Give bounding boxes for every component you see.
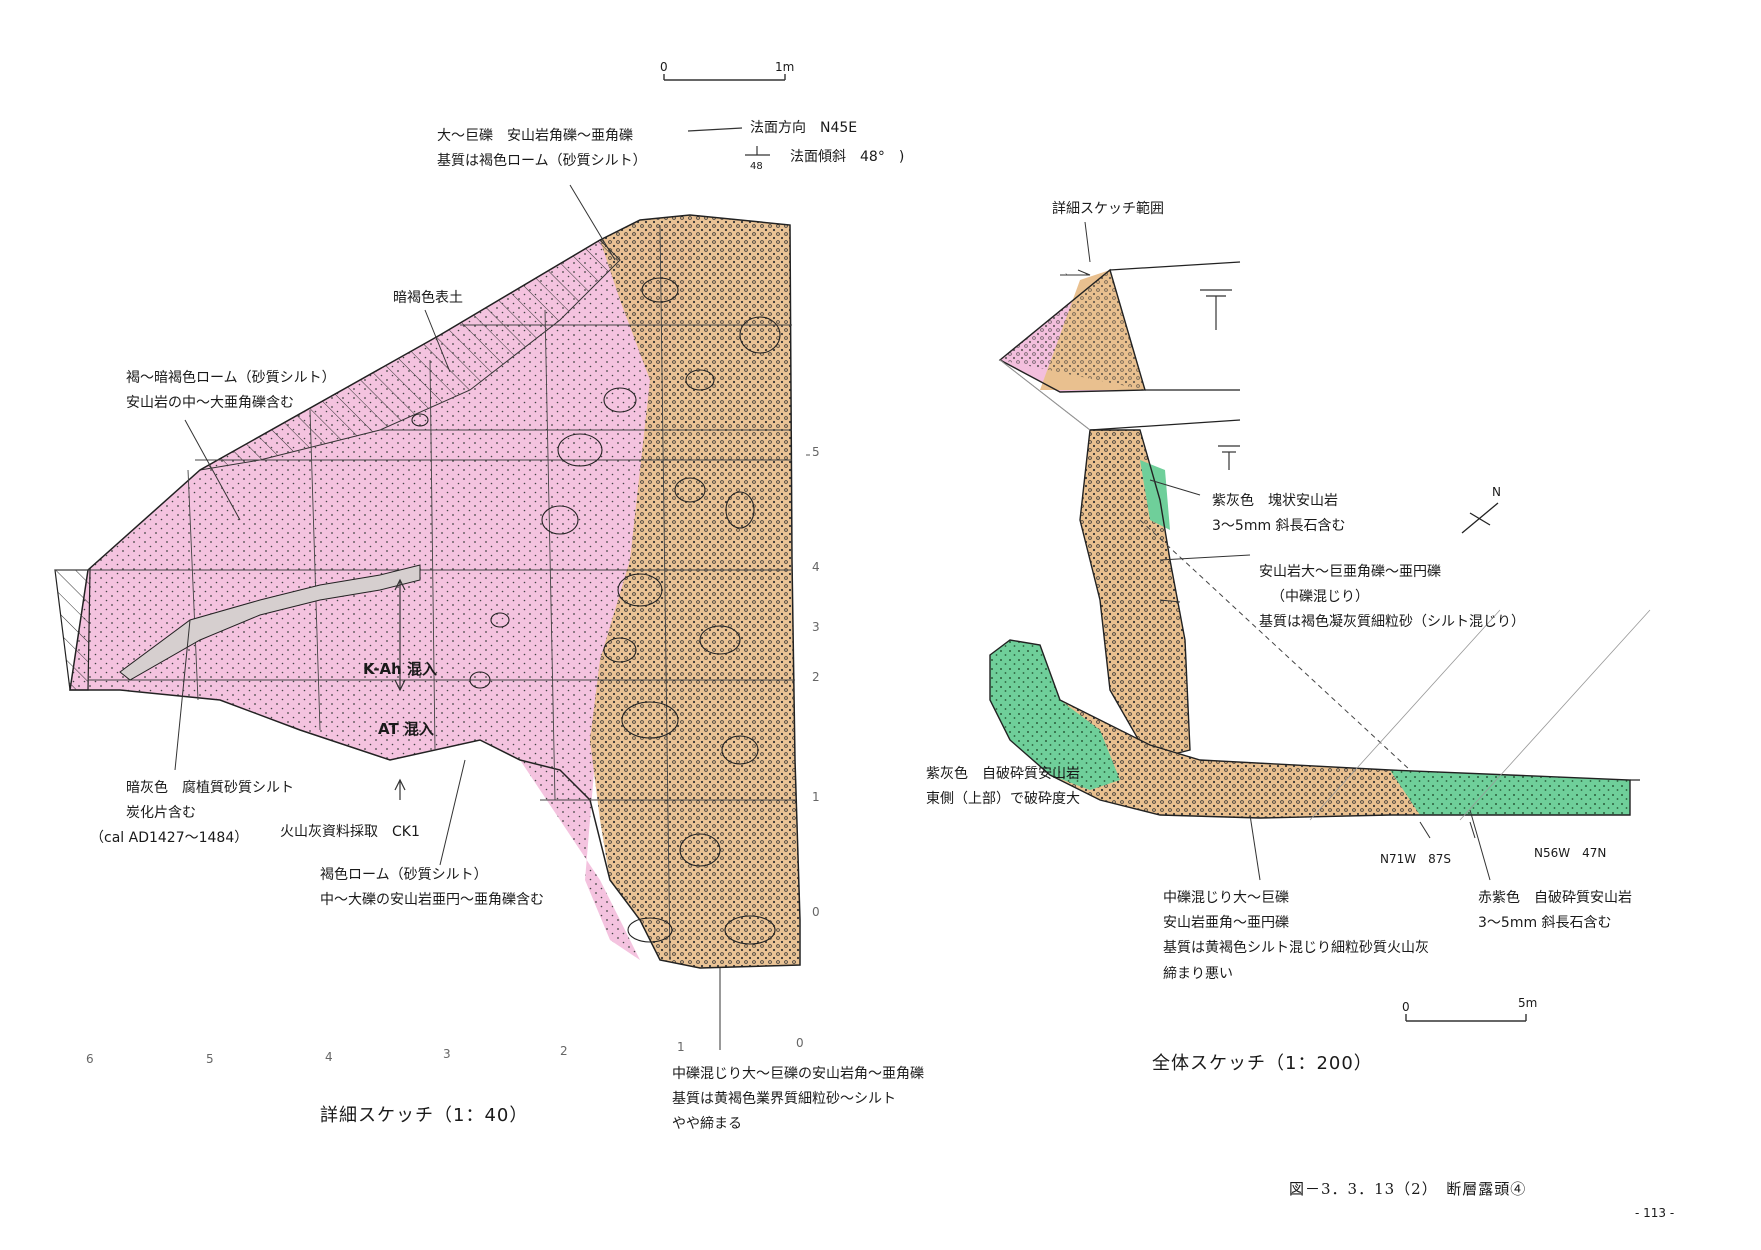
overview-scale-start: 0 [1402, 1000, 1410, 1014]
detail-scale-bar [663, 74, 786, 81]
grid-number: 6 [86, 1052, 94, 1066]
kah-label: K-Ah 混入 [363, 660, 438, 678]
figure-caption: 図－3．3．13（2） 断層露頭④ [1289, 1180, 1527, 1198]
strike-dip-symbols [687, 127, 770, 156]
strike-label: 法面方向 N45E [750, 120, 858, 136]
overview-sketch [989, 221, 1651, 1022]
purple-gray-label: 紫灰色 塊状安山岩 3～5mm 斜長石含む [1212, 493, 1346, 535]
grid-number: 4 [325, 1050, 333, 1064]
grid-number: 4 [812, 560, 820, 574]
loam-brown-label: 褐色ローム（砂質シルト） 中～大礫の安山岩亜円～亜角礫含む [320, 867, 544, 909]
dip-tick-label: 48 [750, 161, 763, 172]
scale-top-start: 0 [660, 60, 668, 74]
humus-seam [119, 564, 421, 681]
north-label: N [1492, 485, 1501, 499]
at-label: AT 混入 [378, 720, 434, 738]
grid-number: 5 [812, 445, 820, 459]
loam-dark-label: 褐～暗褐色ローム（砂質シルト） 安山岩の中～大亜角礫含む [126, 370, 336, 412]
grid-lines [55, 224, 796, 961]
boulders [411, 277, 781, 945]
north-arrow-icon [1461, 502, 1499, 534]
andesite-label: 安山岩大～巨亜角礫～亜円礫 （中礫混じり） 基質は褐色凝灰質細粒砂（シルト混じり… [1259, 564, 1525, 631]
grid-number: 5 [206, 1052, 214, 1066]
overview-scale-end: 5m [1518, 996, 1538, 1010]
overview-scale-bar [1405, 1014, 1527, 1022]
gravel-mix-label: 中礫混じり大～巨礫 安山岩亜角～亜円礫 基質は黄褐色シルト混じり細粒砂質火山灰 … [1163, 890, 1429, 982]
ash-sample-label: 火山灰資料採取 CK1 [280, 824, 420, 840]
topsoil-label: 暗褐色表土 [393, 290, 463, 306]
grid-number: 1 [812, 790, 820, 804]
grid-number: 3 [443, 1047, 451, 1061]
gravel-bottom-label: 中礫混じり大～巨礫の安山岩角～亜角礫 基質は黄褐色業界質細粒砂～シルト やや締ま… [672, 1066, 924, 1133]
grid-number: 2 [560, 1044, 568, 1058]
grid-number: 3 [812, 620, 820, 634]
gravel-top-label: 大～巨礫 安山岩角礫～亜角礫 基質は褐色ローム（砂質シルト） [437, 128, 647, 170]
grid-number: 2 [812, 670, 820, 684]
detail-sketch [54, 184, 810, 1050]
grid-number: 0 [812, 905, 820, 919]
grid-number: 0 [796, 1036, 804, 1050]
red-purple-label: 赤紫色 自破砕質安山岩 3～5mm 斜長石含む [1478, 890, 1632, 932]
grid-number: 1 [677, 1040, 685, 1054]
page-number: - 113 - [1635, 1206, 1675, 1220]
n56w-label: N56W 47N [1534, 846, 1607, 860]
scale-top-end: 1m [775, 60, 795, 74]
detail-range-label: 詳細スケッチ範囲 [1052, 201, 1164, 217]
dip-label: 法面傾斜 48° ) [790, 149, 905, 165]
detail-title: 詳細スケッチ（1：40） [320, 1105, 529, 1126]
n71w-label: N71W 87S [1380, 852, 1451, 866]
dark-gray-label: 暗灰色 腐植質砂質シルト 炭化片含む （cal AD1427～1484） [90, 780, 294, 847]
purple-brecciated-label: 紫灰色 自破砕質安山岩 東側（上部）で破砕度大 [926, 766, 1080, 808]
overview-title: 全体スケッチ（1：200） [1152, 1053, 1373, 1074]
